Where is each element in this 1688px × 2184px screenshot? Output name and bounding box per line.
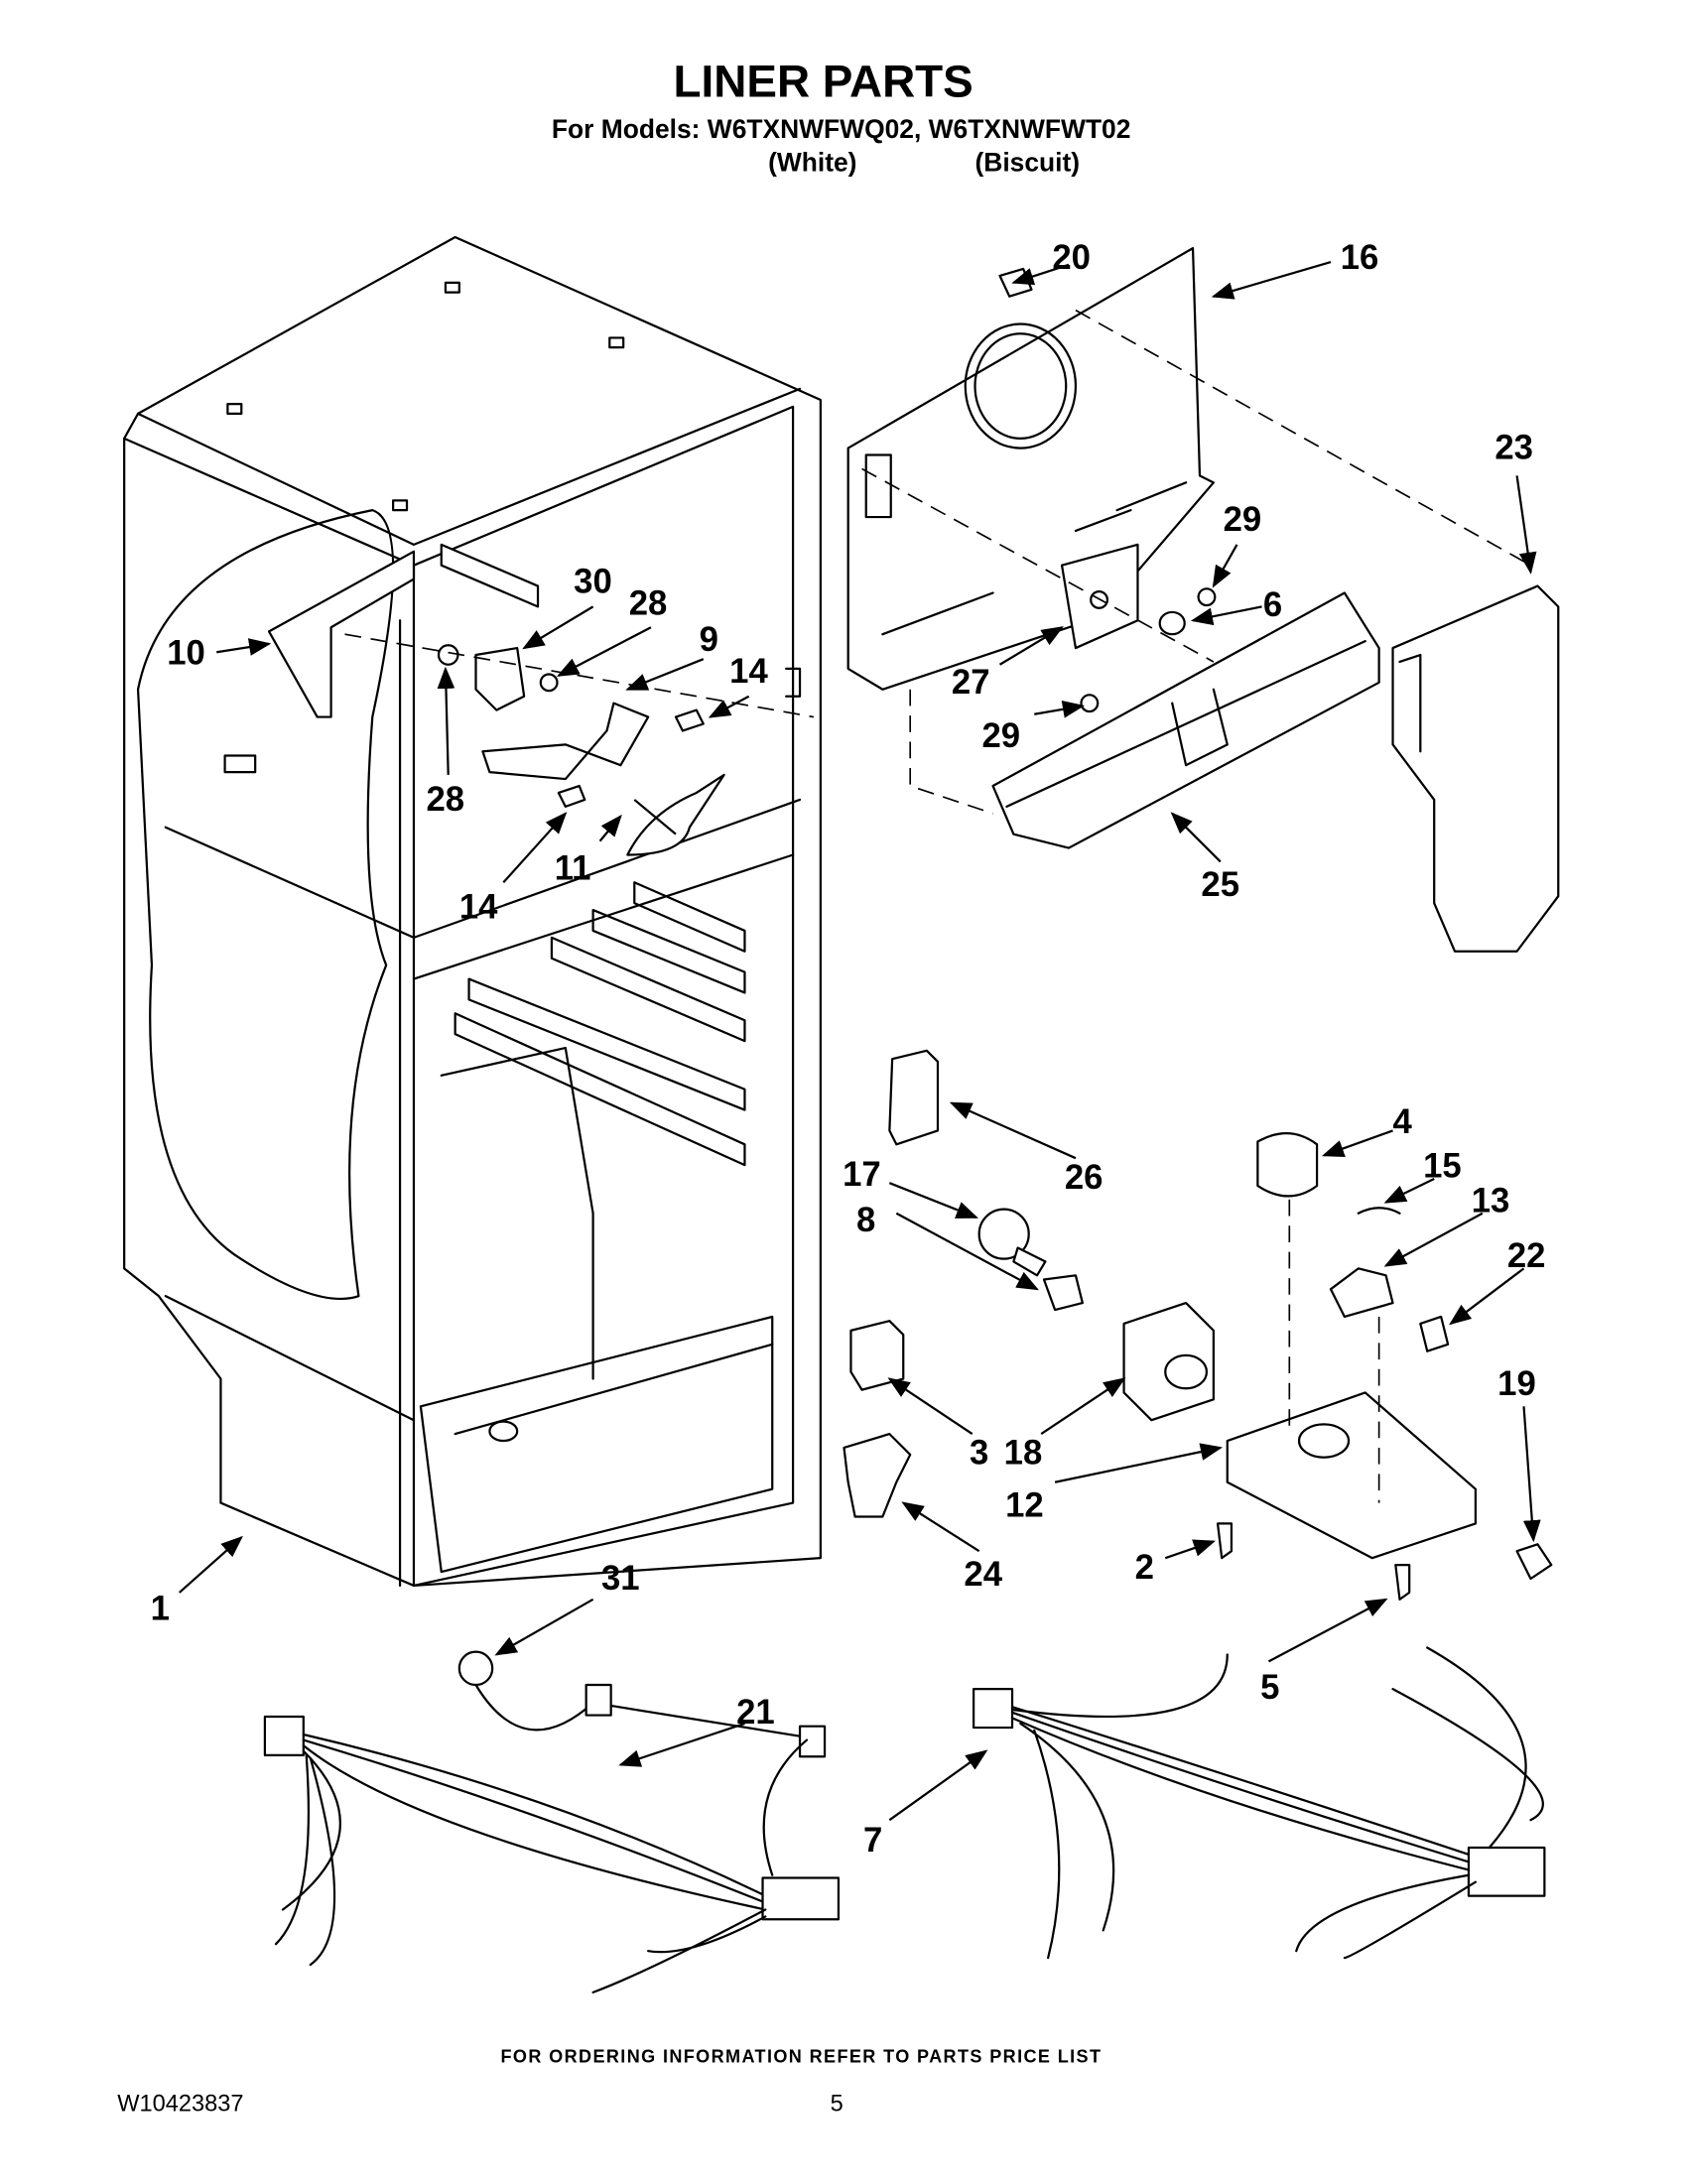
bracket-part-10 (267, 550, 416, 718)
callout-17: 17 (843, 1156, 881, 1194)
callout-23: 23 (1494, 430, 1533, 467)
thermostat-part-4 (1256, 1132, 1319, 1198)
clip-part-19 (1515, 1543, 1553, 1581)
screw-part-2 (1216, 1522, 1234, 1560)
callout-12: 12 (1005, 1486, 1044, 1524)
document-number: W10423837 (117, 2091, 243, 2117)
screw-part-28 (437, 644, 459, 666)
dashed-guide (909, 689, 993, 815)
callout-14: 14 (729, 653, 768, 691)
light-shield-detail (1005, 640, 1366, 808)
callout-27: 27 (952, 664, 990, 702)
callout-28: 28 (426, 781, 464, 819)
switch-part-3 (849, 1320, 905, 1391)
callout-29: 29 (981, 717, 1020, 755)
model-color-biscuit: (Biscuit) (975, 147, 1081, 177)
callout-25: 25 (1201, 866, 1239, 904)
knob-part-22 (1419, 1315, 1450, 1352)
tube-part-15 (1357, 1207, 1401, 1215)
callout-13: 13 (1472, 1182, 1510, 1220)
callout-24: 24 (964, 1556, 1002, 1594)
callout-6: 6 (1263, 586, 1282, 624)
duct-vents (1398, 653, 1422, 753)
dashed-guide (1075, 309, 1531, 567)
motor-bracket-part-9 (481, 702, 650, 781)
socket-part-8 (1042, 1274, 1084, 1312)
callout-labels: 20 16 23 29 30 28 6 10 9 14 27 29 28 11 … (151, 239, 1546, 1860)
models-line: For Models: W6TXNWFWQ02, W6TXNWFWT02 (552, 114, 1131, 144)
callout-10: 10 (167, 635, 205, 673)
callout-22: 22 (1507, 1237, 1546, 1275)
plug-part-6 (1158, 610, 1186, 636)
light-components (843, 1049, 1553, 1601)
screw-part-5 (1394, 1563, 1411, 1601)
light-shield-part-25 (991, 591, 1380, 849)
callout-9: 9 (700, 621, 718, 659)
callout-26: 26 (1065, 1159, 1104, 1197)
ordering-note: FOR ORDERING INFORMATION REFER TO PARTS … (501, 2047, 1103, 2067)
screw-part-29 (1197, 587, 1217, 607)
callout-18: 18 (1004, 1435, 1043, 1473)
callout-11: 11 (555, 850, 591, 888)
page-title: LINER PARTS (674, 55, 974, 106)
bulb-part-17 (977, 1208, 1030, 1260)
nut-part-28 (539, 673, 559, 693)
leader-arrows (179, 260, 1541, 1822)
callout-29: 29 (1224, 501, 1262, 539)
air-duct-part-23 (1391, 584, 1560, 953)
callout-28: 28 (629, 585, 668, 623)
callout-1: 1 (151, 1591, 170, 1628)
callout-15: 15 (1423, 1148, 1462, 1186)
cabinet-liner (123, 235, 822, 1588)
callout-4: 4 (1393, 1103, 1413, 1141)
model-color-white: (White) (768, 147, 856, 177)
housing-part-12 (1226, 1391, 1478, 1560)
callout-20: 20 (1052, 239, 1091, 277)
callout-21: 21 (736, 1694, 775, 1732)
callout-31: 31 (601, 1560, 640, 1598)
sensor-part-31 (457, 1650, 494, 1687)
evaporator-cover-panel (846, 247, 1216, 691)
wire-harness-part-21 (263, 1650, 841, 1993)
socket-part-26 (888, 1049, 940, 1146)
callout-5: 5 (1260, 1669, 1279, 1707)
callout-8: 8 (856, 1202, 875, 1239)
switch-part-24 (843, 1432, 912, 1518)
callout-19: 19 (1497, 1365, 1536, 1403)
wire-harness-part-7 (973, 1646, 1546, 1960)
callout-14: 14 (459, 888, 498, 926)
fan-blade-part-11 (626, 773, 725, 856)
callout-3: 3 (970, 1435, 988, 1473)
callout-30: 30 (574, 563, 612, 600)
callout-16: 16 (1341, 239, 1379, 277)
control-part-13 (1329, 1267, 1394, 1319)
dashed-guide (861, 467, 1215, 663)
page-number: 5 (831, 2091, 844, 2117)
callout-2: 2 (1135, 1549, 1154, 1587)
callout-7: 7 (863, 1822, 882, 1860)
screw-part-29b (1080, 694, 1100, 713)
